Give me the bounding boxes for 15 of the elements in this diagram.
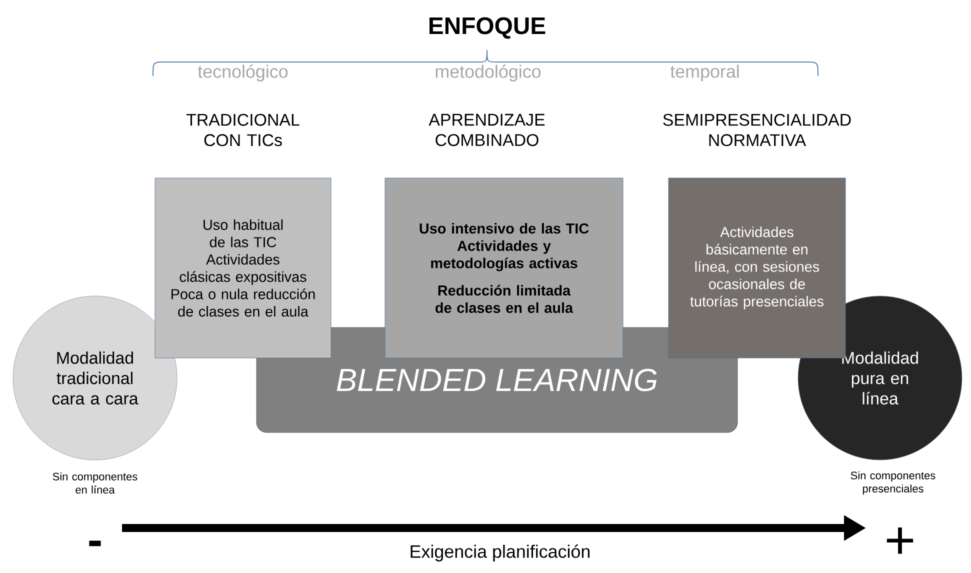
axis-label: Exigencia planificación [410,544,590,562]
box-heading: TRADICIONAL CON TICs [186,114,300,146]
category-label: tecnológico [198,64,288,82]
node-label: Sin componentes presenciales [850,471,936,495]
text-box: Uso habitual de las TIC Actividades clásicas expositivas Poca o nula reducción de clases en el aula [154,178,332,358]
plus-sign: + [886,527,914,554]
node-label: Sin componentes en línea [52,472,138,494]
minus-sign: - [89,540,101,546]
category-label: metodológico [436,64,541,82]
category-label: temporal [670,64,739,82]
box-heading: APRENDIZAJE COMBINADO [428,114,545,146]
text-box: Actividades básicamente en línea, con sesiones ocasionales de tutorías presenciales [668,178,846,358]
heading: ENFOQUE [429,17,546,39]
text-box: Uso intensivo de las TIC Actividades y metodologías activas Reducción limitada de clases en el aula [384,178,624,358]
box-heading: SEMIPRESENCIALIDAD NORMATIVA [663,114,851,146]
